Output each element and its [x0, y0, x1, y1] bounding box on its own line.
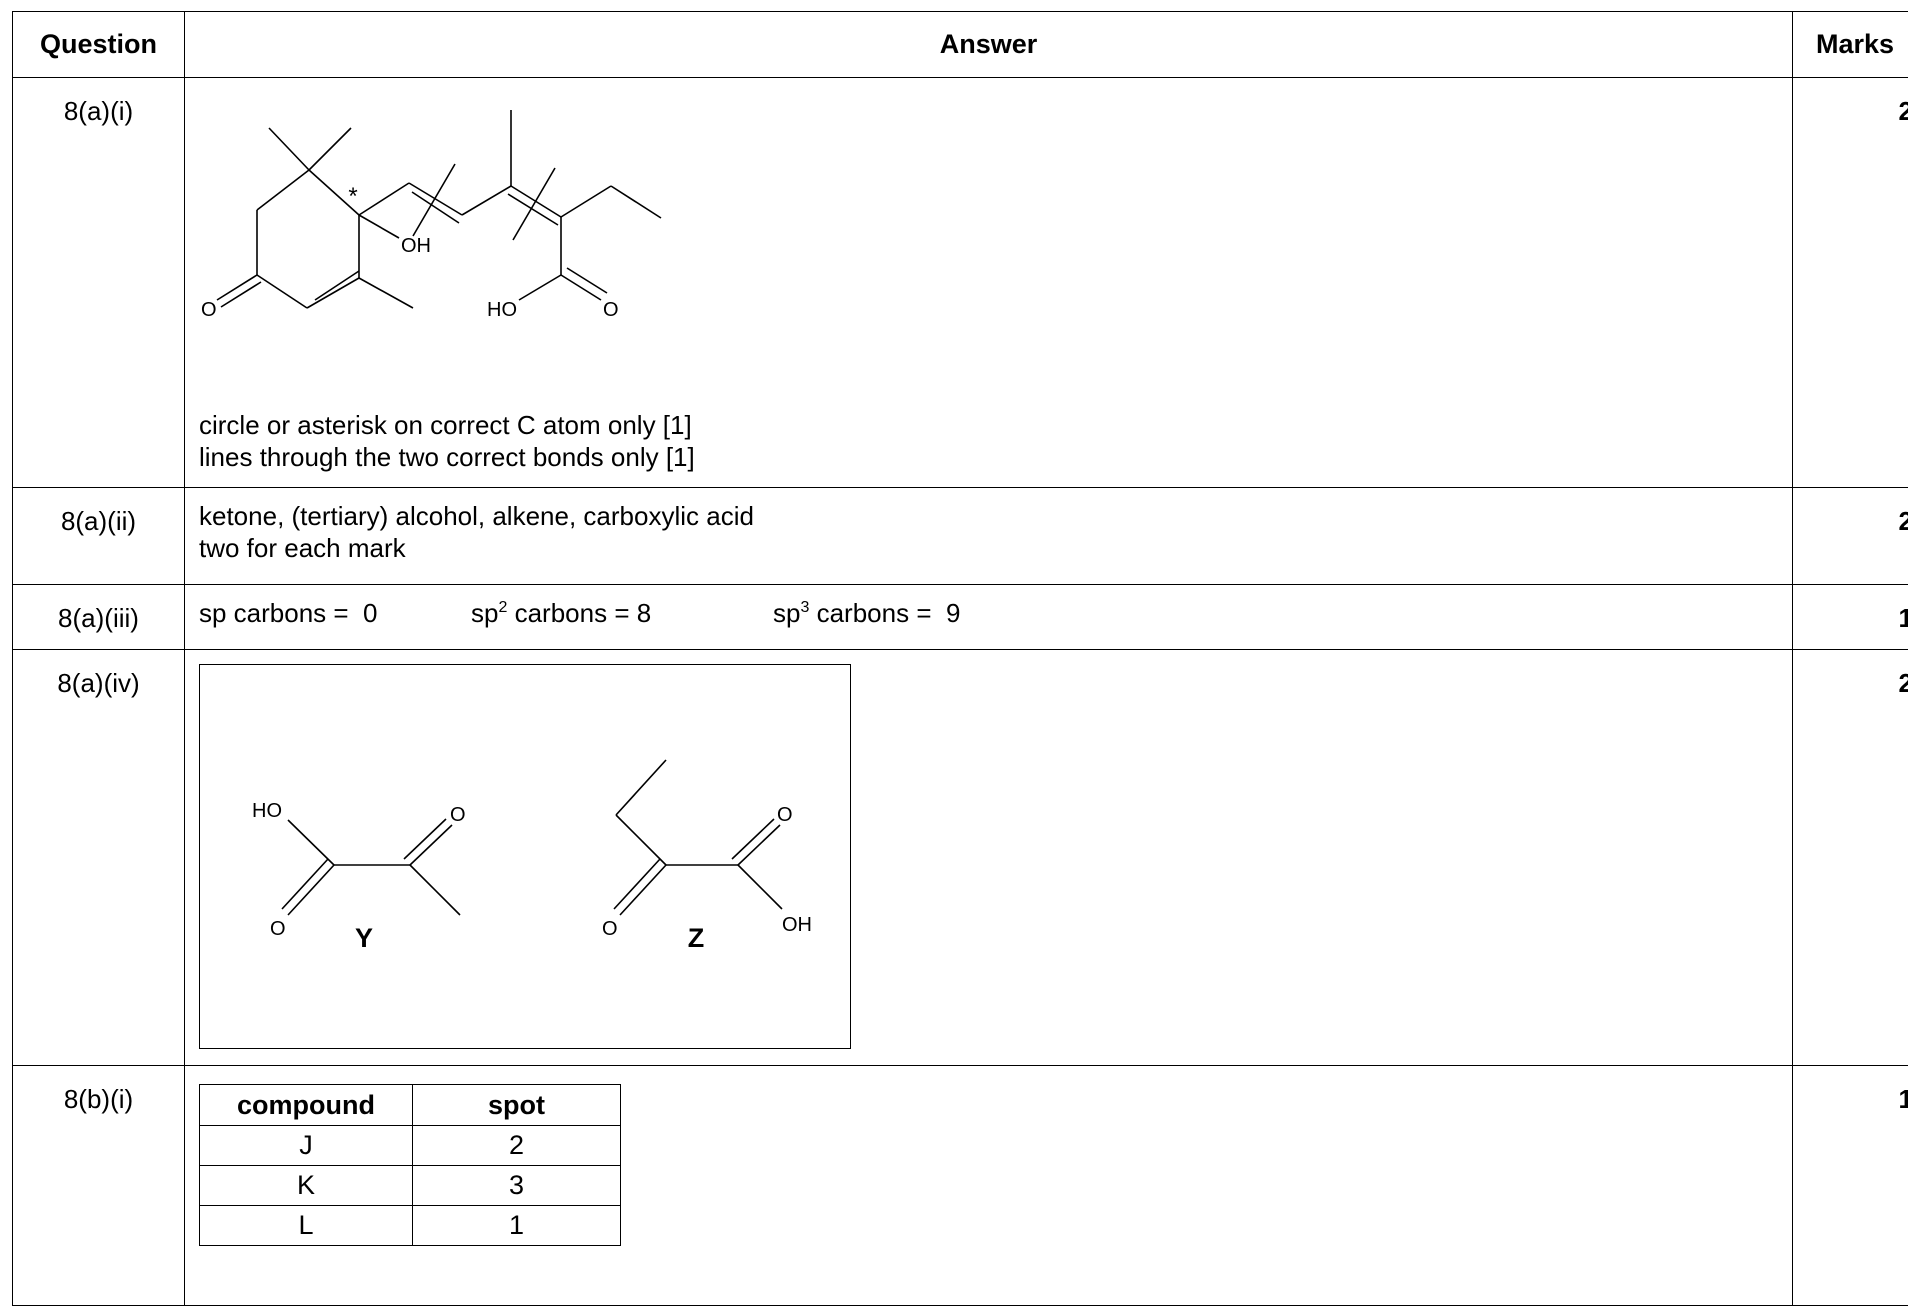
tlc-header-compound: compound — [199, 1084, 413, 1126]
label-ho: HO — [487, 299, 517, 321]
abscisic-acid-structure: * OH O HO O — [201, 110, 662, 321]
note-line: lines through the two correct bonds only… — [199, 442, 695, 472]
compound-y-label: Y — [355, 923, 373, 953]
tlc-header-row: compound spot — [199, 1084, 621, 1126]
chiral-asterisk: * — [348, 183, 357, 210]
answer-line: two for each mark — [199, 533, 406, 563]
question-number: 8(a)(ii) — [12, 487, 185, 585]
z-label-oh: OH — [782, 914, 812, 936]
sp2-carbons: sp2 carbons = 8 — [471, 598, 652, 628]
marks-value: 1 — [1792, 1065, 1908, 1306]
sp3-carbons: sp3 carbons = 9 — [773, 598, 961, 628]
label-o-ketone: O — [201, 299, 217, 321]
mark-scheme-table: Question Answer Marks 8(a)(i) — [12, 11, 1908, 1306]
marks-value: 2 — [1792, 649, 1908, 1066]
tlc-compound: L — [199, 1205, 413, 1246]
row-8bi: 8(b)(i) compound spot J 2 K 3 L 1 — [12, 1065, 1908, 1306]
compounds-y-z: HO O O Y O O OH Z — [252, 759, 812, 953]
table-row: L 1 — [199, 1205, 621, 1246]
z-label-o-bottom: O — [602, 918, 618, 940]
question-number: 8(b)(i) — [12, 1065, 185, 1306]
marks-value: 2 — [1792, 77, 1908, 488]
answer-line: ketone, (tertiary) alcohol, alkene, carb… — [199, 501, 754, 531]
answer-cell: HO O O Y O O OH Z — [184, 649, 1793, 1066]
label-oh: OH — [401, 235, 431, 257]
answer-cell: * OH O HO O circle or asterisk on correc… — [184, 77, 1793, 488]
answer-cell: ketone, (tertiary) alcohol, alkene, carb… — [184, 487, 1793, 585]
table-row: K 3 — [199, 1165, 621, 1206]
row-8aii: 8(a)(ii) ketone, (tertiary) alcohol, alk… — [12, 487, 1908, 585]
tlc-spot: 3 — [412, 1165, 621, 1206]
header-answer: Answer — [184, 11, 1793, 78]
tlc-header-spot: spot — [412, 1084, 621, 1126]
tlc-spot: 2 — [412, 1125, 621, 1166]
y-label-ho: HO — [252, 800, 282, 822]
question-number: 8(a)(iv) — [12, 649, 185, 1066]
header-question: Question — [12, 11, 185, 78]
y-label-o-bottom: O — [270, 918, 286, 940]
answer-cell: compound spot J 2 K 3 L 1 — [184, 1065, 1793, 1306]
structures-box: HO O O Y O O OH Z — [199, 664, 851, 1049]
question-number: 8(a)(iii) — [12, 584, 185, 650]
tlc-compound: J — [199, 1125, 413, 1166]
tlc-table: compound spot J 2 K 3 L 1 — [199, 1084, 621, 1246]
sp-carbons: sp carbons = 0 — [199, 598, 378, 628]
row-8ai: 8(a)(i) — [12, 77, 1908, 488]
tlc-compound: K — [199, 1165, 413, 1206]
compound-z-label: Z — [688, 923, 705, 953]
marks-value: 2 — [1792, 487, 1908, 585]
header-row: Question Answer Marks — [12, 11, 1908, 78]
y-label-o-top: O — [450, 804, 466, 826]
header-marks: Marks — [1792, 11, 1908, 78]
marks-value: 1 — [1792, 584, 1908, 650]
z-label-o-top: O — [777, 804, 793, 826]
tlc-spot: 1 — [412, 1205, 621, 1246]
question-number: 8(a)(i) — [12, 77, 185, 488]
note-line: circle or asterisk on correct C atom onl… — [199, 410, 692, 440]
label-o-acid: O — [603, 299, 619, 321]
row-8aiv: 8(a)(iv) — [12, 649, 1908, 1066]
table-row: J 2 — [199, 1125, 621, 1166]
answer-cell: sp carbons = 0 sp2 carbons = 8 sp3 carbons… — [184, 584, 1793, 650]
